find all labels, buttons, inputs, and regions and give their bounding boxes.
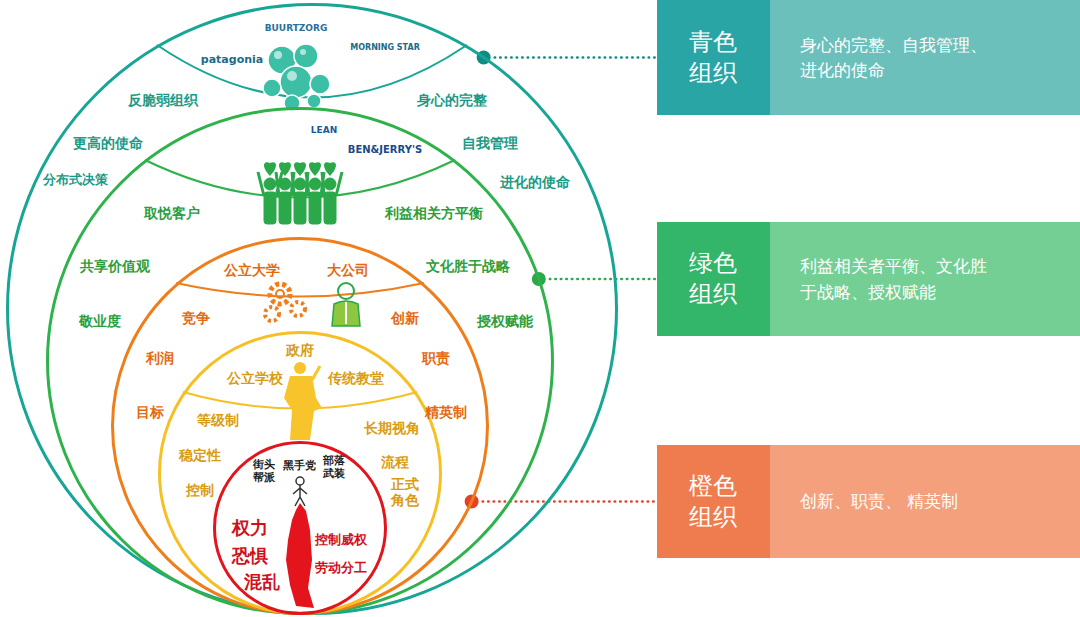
- box-heading: 青色组织: [688, 26, 738, 88]
- ring-label: MORNING STAR: [350, 43, 420, 52]
- circle-outline: [6, 3, 618, 615]
- org-circle: 街头帮派黑手党部落武装权力控制威权恐惧劳动分工混乱 政府公立学校 传统教堂等级制长期…: [158, 331, 442, 615]
- ring-label: 敬业度: [79, 313, 121, 329]
- ring-label: 流程: [381, 454, 409, 470]
- gears: [265, 284, 305, 321]
- dotted-connector: [472, 500, 657, 503]
- circle-ring: [215, 443, 386, 614]
- ring-label: LEAN: [311, 125, 337, 135]
- ring-label: 混乱: [244, 572, 280, 593]
- ring-label: 稳定性: [179, 447, 221, 463]
- ring-label: 公立学校: [227, 370, 283, 386]
- circle-ring: [8, 5, 617, 614]
- ring-label: BEN&JERRY'S: [348, 144, 422, 156]
- bubble-shine: [274, 49, 306, 81]
- ring-label: 反脆弱组织: [128, 92, 198, 108]
- orange-arc: [176, 283, 424, 297]
- box-body: 创新、职责、 精英制: [800, 489, 990, 515]
- ring-label: 传统教堂: [328, 370, 384, 386]
- org-box: 橙色组织 创新、职责、 精英制: [657, 445, 1080, 558]
- bubbles: [263, 44, 330, 111]
- ring-label: 利润: [146, 350, 174, 366]
- businessman: [332, 283, 360, 326]
- ring-label: 黑手党: [283, 460, 316, 473]
- ring-label: 进化的使命: [500, 174, 570, 190]
- gangster: [293, 477, 307, 506]
- ring-label: 控制: [186, 482, 214, 498]
- ring-label: 利益相关方平衡: [385, 205, 483, 221]
- statue: [284, 362, 322, 440]
- hearts: [264, 162, 336, 176]
- people: [258, 172, 342, 224]
- circle-ring: [113, 239, 488, 614]
- ring-label: 大公司: [327, 262, 369, 278]
- dotted-connector: [484, 56, 657, 59]
- circle-ring: [160, 333, 441, 614]
- ring-label: 部落武装: [322, 455, 346, 480]
- ring-label: 更高的使命: [73, 135, 143, 151]
- heading-panel: [657, 222, 770, 336]
- circle-outline: [158, 331, 442, 615]
- dotted-connector: [539, 278, 657, 281]
- org-circle: 街头帮派黑手党部落武装权力控制威权恐惧劳动分工混乱 政府公立学校 传统教堂等级制长期…: [111, 237, 489, 615]
- box-heading: 橙色组织: [688, 470, 738, 532]
- circle-outline: [46, 107, 554, 615]
- ring-label: 自我管理: [462, 135, 518, 151]
- ring-label: 长期视角: [364, 420, 420, 436]
- ring-label: 竞争: [182, 310, 210, 326]
- ring-label: 职责: [422, 350, 450, 366]
- circle-ring: [48, 109, 553, 614]
- ring-label: BUURTZORG: [265, 23, 328, 33]
- ring-label: 取悦客户: [144, 205, 200, 221]
- heading-panel: [657, 0, 770, 115]
- org-box: 绿色组织 利益相关者平衡、文化胜于战略、授权赋能: [657, 222, 1080, 336]
- ring-label: 劳动分工: [315, 561, 367, 576]
- ring-label: 等级制: [197, 412, 239, 428]
- org-box: 青色组织 身心的完整、自我管理、进化的使命: [657, 0, 1080, 115]
- ring-label: 文化胜于战略: [426, 258, 510, 274]
- box-heading: 绿色组织: [688, 248, 738, 310]
- ring-label: 目标: [136, 404, 164, 420]
- ring-label: 分布式决策: [43, 173, 108, 188]
- teal-arc: [157, 45, 467, 98]
- box-body: 利益相关者平衡、文化胜于战略、授权赋能: [800, 254, 990, 305]
- ring-label: 恐惧: [232, 546, 268, 567]
- org-circle: 街头帮派黑手党部落武装权力控制威权恐惧劳动分工混乱 政府公立学校 传统教堂等级制长期…: [6, 3, 618, 615]
- ring-label: 权力: [232, 518, 268, 539]
- ring-label: 创新: [391, 310, 419, 326]
- wolf: [286, 503, 314, 608]
- ring-label: 共享价值观: [80, 258, 150, 274]
- org-circle: 街头帮派黑手党部落武装权力控制威权恐惧劳动分工混乱 政府公立学校 传统教堂等级制长期…: [46, 107, 554, 615]
- ring-label: 公立大学: [224, 262, 280, 278]
- ring-label: 精英制: [425, 404, 467, 420]
- ring-label: patagonia: [201, 54, 263, 67]
- ring-label: 身心的完整: [417, 92, 487, 108]
- ring-label: 街头帮派: [252, 459, 276, 484]
- ring-label: 授权赋能: [477, 313, 533, 329]
- ring-label: 政府: [286, 342, 314, 358]
- ring-label: 正式角色: [390, 476, 419, 508]
- ring-label: 控制威权: [315, 533, 367, 548]
- org-circle: 街头帮派黑手党部落武装权力控制威权恐惧劳动分工混乱: [213, 441, 387, 615]
- heading-panel: [657, 445, 770, 558]
- box-body: 身心的完整、自我管理、进化的使命: [800, 32, 990, 83]
